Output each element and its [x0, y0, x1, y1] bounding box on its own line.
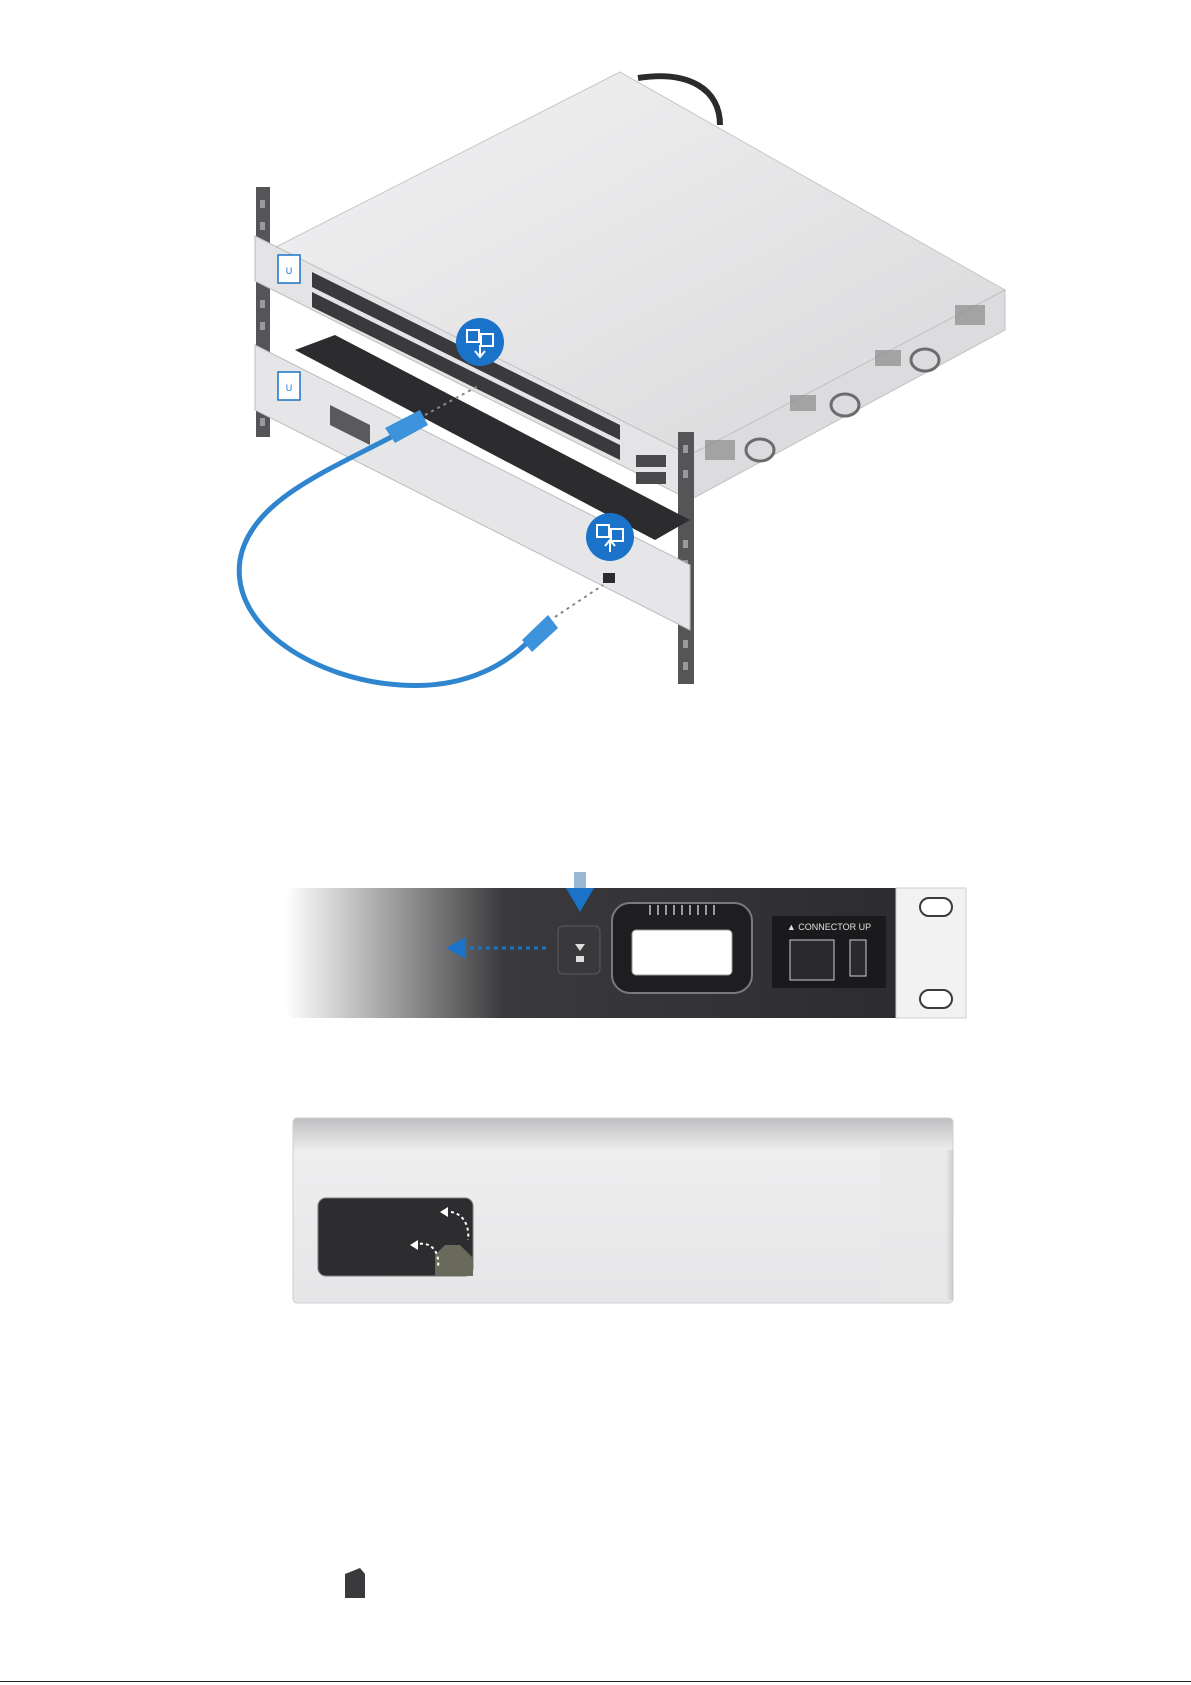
rack-ear-slot-top — [920, 898, 952, 916]
latch-unlock-icon — [576, 956, 584, 962]
page-corner-marker — [345, 1568, 365, 1598]
gateway-logo: U — [286, 383, 293, 393]
gateway-rj45-port — [603, 573, 615, 583]
port-swap-down-icon — [456, 318, 504, 366]
connector-port-small — [850, 940, 866, 976]
rack-ear-slot-bottom — [920, 990, 952, 1008]
release-latch[interactable] — [558, 926, 600, 974]
port-swap-up-icon — [586, 513, 634, 561]
rear-panel-shade — [880, 1150, 953, 1300]
rack-install-figure: U U — [239, 72, 1005, 686]
switch-top-surface — [270, 72, 1005, 455]
switch-logo: U — [286, 266, 293, 276]
guide-to-gateway-port — [555, 585, 603, 617]
front-display-screen — [632, 930, 732, 975]
cable-plug-bottom — [522, 615, 558, 652]
connector-port-large — [790, 940, 834, 980]
connector-up-label: ▲ CONNECTOR UP — [787, 922, 871, 932]
front-panel-figure: ▲ CONNECTOR UP — [285, 872, 966, 1018]
page-bottom-rule — [0, 1681, 1191, 1682]
rear-panel-figure — [293, 1118, 953, 1303]
